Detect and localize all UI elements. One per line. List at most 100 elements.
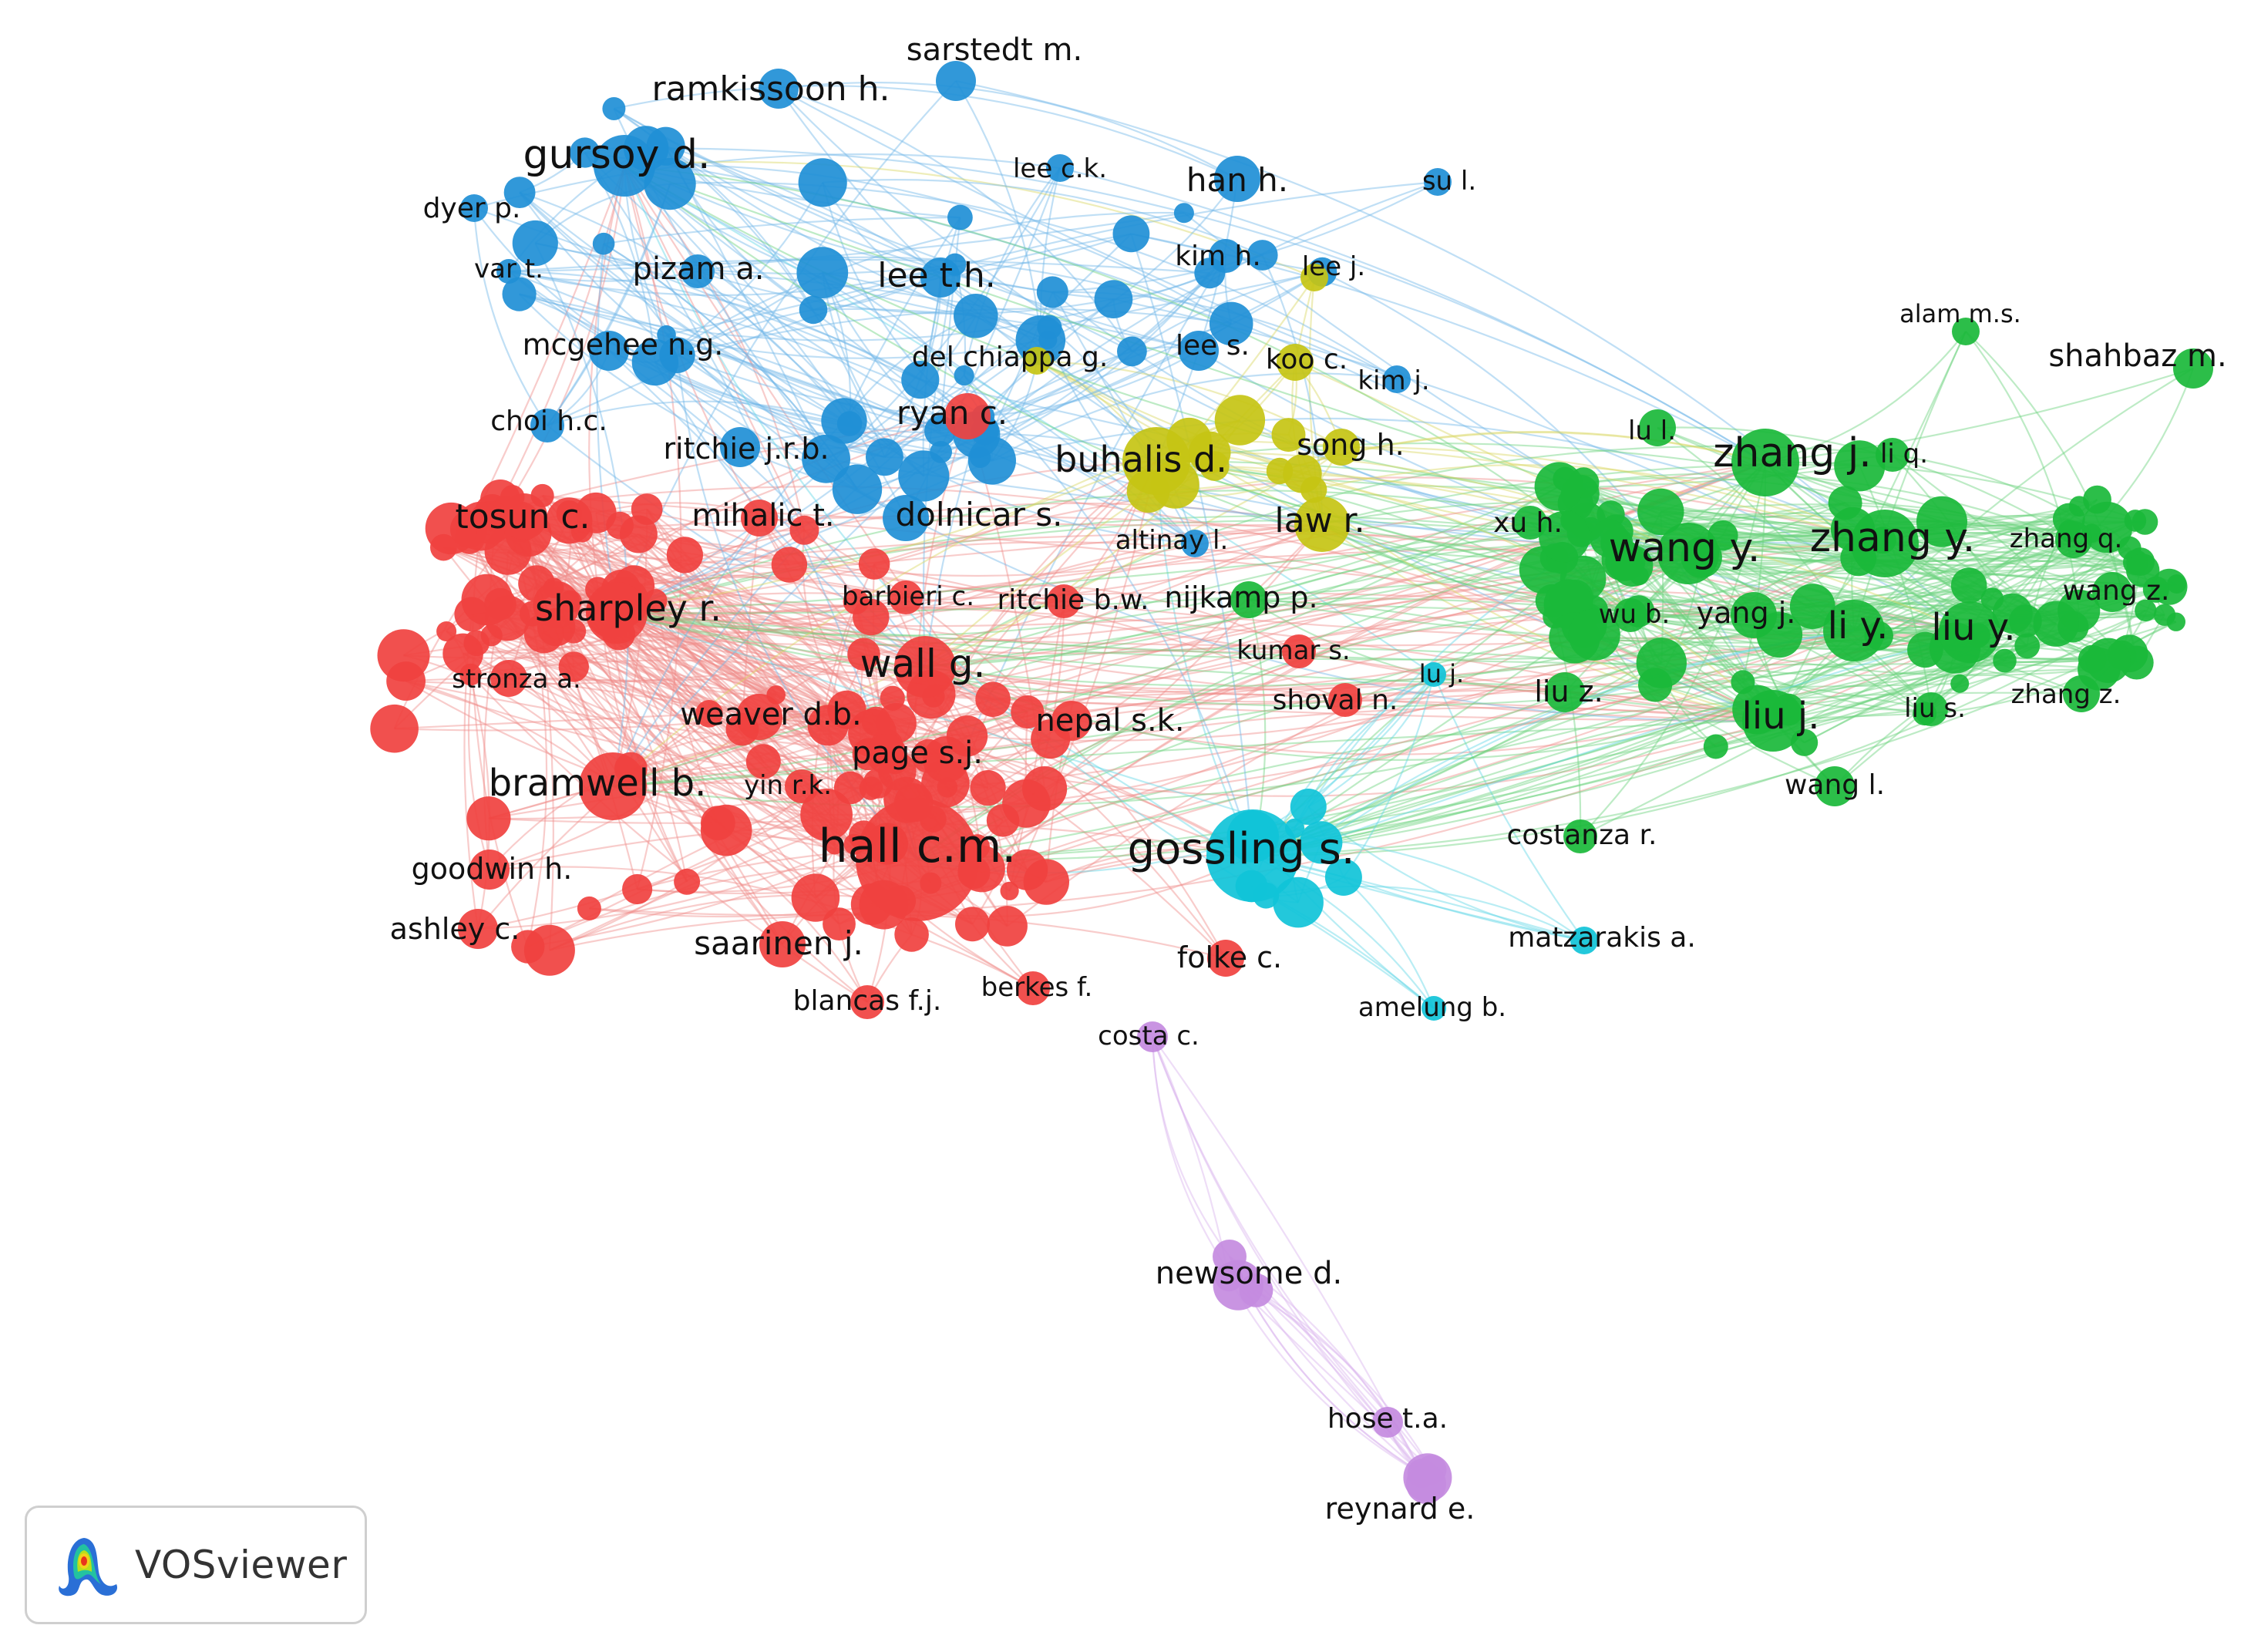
author-node[interactable] <box>1568 608 1620 661</box>
author-label[interactable]: sharpley r. <box>535 587 722 629</box>
author-node[interactable] <box>502 277 537 311</box>
author-node-labelled[interactable] <box>469 850 510 890</box>
author-node[interactable] <box>1992 593 2033 634</box>
author-node[interactable] <box>1290 789 1327 825</box>
author-label[interactable]: wu b. <box>1599 599 1671 630</box>
author-label[interactable]: gursoy d. <box>523 132 710 178</box>
author-node[interactable] <box>1173 203 1194 224</box>
author-node[interactable] <box>622 873 653 905</box>
author-label[interactable]: zhang q. <box>2010 523 2123 554</box>
author-node-labelled[interactable] <box>1406 1464 1446 1504</box>
author-node[interactable] <box>602 97 626 120</box>
author-node-labelled[interactable] <box>1570 927 1598 954</box>
author-node[interactable] <box>807 705 849 746</box>
author-node-labelled[interactable] <box>1122 427 1190 495</box>
author-node[interactable] <box>570 137 601 168</box>
author-node[interactable] <box>1209 301 1253 346</box>
author-label[interactable]: wang z. <box>2063 575 2170 607</box>
author-node-labelled[interactable] <box>759 921 806 967</box>
author-node-labelled[interactable] <box>741 500 778 537</box>
author-node[interactable] <box>592 232 615 255</box>
author-node-labelled[interactable] <box>1179 331 1219 371</box>
author-label[interactable]: liu j. <box>1742 695 1820 738</box>
author-node-labelled[interactable] <box>2063 675 2100 712</box>
author-label[interactable]: liu y. <box>1931 606 2015 649</box>
author-node-labelled[interactable] <box>1277 344 1314 381</box>
author-label[interactable]: su l. <box>1422 166 1476 197</box>
author-node[interactable] <box>1789 584 1835 629</box>
author-label[interactable]: lee s. <box>1176 330 1250 362</box>
author-node[interactable] <box>619 515 658 553</box>
author-node-labelled[interactable] <box>1046 154 1074 182</box>
author-node[interactable] <box>853 598 890 636</box>
author-node-labelled[interactable] <box>586 582 648 644</box>
author-label[interactable]: mcgehee n.g. <box>523 328 724 362</box>
author-label[interactable]: sarstedt m. <box>907 32 1082 68</box>
author-node[interactable] <box>791 873 840 922</box>
author-node[interactable] <box>1950 674 1970 693</box>
author-node-labelled[interactable] <box>920 257 961 298</box>
author-node-labelled[interactable] <box>1323 429 1360 466</box>
author-node[interactable] <box>666 537 704 574</box>
author-node[interactable] <box>799 295 828 325</box>
author-label[interactable]: han h. <box>1186 161 1288 199</box>
author-node-labelled[interactable] <box>2092 572 2132 612</box>
author-label[interactable]: hall c.m. <box>819 819 1017 873</box>
author-node[interactable] <box>771 547 808 583</box>
author-node[interactable] <box>2153 604 2176 626</box>
author-node[interactable] <box>975 681 1011 717</box>
author-label[interactable]: kim h. <box>1175 241 1261 272</box>
author-label[interactable]: zhang z. <box>2011 679 2121 710</box>
author-node[interactable] <box>821 398 867 444</box>
author-label[interactable]: yang j. <box>1697 596 1796 630</box>
author-node-labelled[interactable] <box>1282 634 1316 668</box>
author-node[interactable] <box>901 361 940 399</box>
author-node-labelled[interactable] <box>458 909 498 949</box>
author-node[interactable] <box>954 294 998 338</box>
author-label[interactable]: gossling s. <box>1127 824 1354 874</box>
author-node-labelled[interactable] <box>883 495 929 541</box>
author-node-labelled[interactable] <box>736 694 782 740</box>
author-label[interactable]: stronza a. <box>452 664 581 695</box>
author-node-labelled[interactable] <box>1939 601 2000 663</box>
author-node-labelled[interactable] <box>1815 766 1855 806</box>
author-node[interactable] <box>1300 821 1343 864</box>
author-node[interactable] <box>1247 240 1278 271</box>
author-node[interactable] <box>1273 876 1324 928</box>
author-label[interactable]: del chiappa g. <box>912 342 1109 373</box>
author-node-labelled[interactable] <box>936 61 976 101</box>
author-node-labelled[interactable] <box>1613 598 1647 632</box>
author-label[interactable]: mihalic t. <box>691 498 834 533</box>
author-node[interactable] <box>2014 633 2041 659</box>
author-label[interactable]: li q. <box>1880 439 1928 469</box>
author-node-labelled[interactable] <box>1545 672 1585 712</box>
author-node[interactable] <box>921 759 970 808</box>
author-label[interactable]: lee j. <box>1302 251 1365 282</box>
author-node-labelled[interactable] <box>1213 1240 1247 1273</box>
author-node[interactable] <box>802 434 850 483</box>
author-node-labelled[interactable] <box>1563 819 1597 853</box>
author-node[interactable] <box>503 177 536 208</box>
author-node-labelled[interactable] <box>1181 530 1209 557</box>
author-node[interactable] <box>442 633 483 675</box>
author-label[interactable]: costanza r. <box>1507 819 1657 851</box>
author-label[interactable]: li y. <box>1828 604 1889 648</box>
author-label[interactable]: ritchie j.r.b. <box>663 432 829 466</box>
author-node[interactable] <box>1611 545 1654 587</box>
author-node[interactable] <box>1539 510 1590 563</box>
author-node-labelled[interactable] <box>1422 662 1446 687</box>
author-node[interactable] <box>2085 638 2131 683</box>
author-node[interactable] <box>2081 501 2133 553</box>
author-node-labelled[interactable] <box>1952 318 1980 345</box>
author-node[interactable] <box>1036 276 1068 308</box>
author-node[interactable] <box>1011 695 1045 729</box>
author-node-labelled[interactable] <box>681 254 715 288</box>
author-node[interactable] <box>858 548 890 580</box>
author-label[interactable]: ashley c. <box>390 912 520 946</box>
author-node-labelled[interactable] <box>1023 347 1051 375</box>
author-label[interactable]: berkes f. <box>981 972 1093 1003</box>
author-label[interactable]: liu s. <box>1904 693 1966 724</box>
author-node[interactable] <box>1000 881 1019 900</box>
author-node[interactable] <box>1117 336 1147 367</box>
author-node[interactable] <box>947 204 973 230</box>
